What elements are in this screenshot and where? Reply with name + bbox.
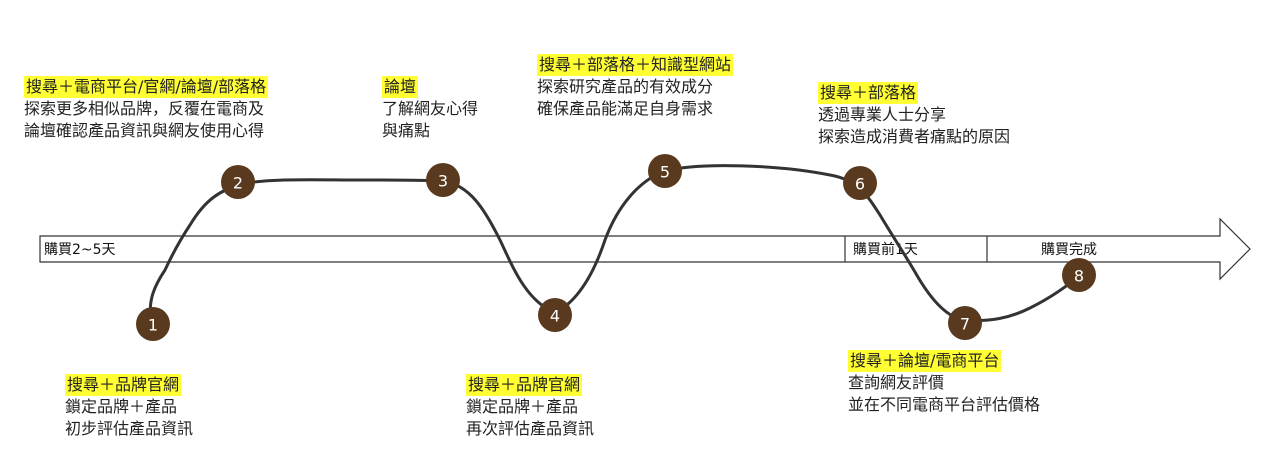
step-marker-5: 5 [648,154,682,188]
note-line: 論壇確認產品資訊與網友使用心得 [24,121,265,140]
svg-text:2: 2 [233,174,243,193]
note-line: 探索造成消費者痛點的原因 [818,127,1011,146]
note-channel: 搜尋＋論壇/電商平台 [848,350,1002,372]
svg-text:1: 1 [148,316,158,335]
step-marker-4: 4 [538,298,572,332]
note-line: 並在不同電商平台評估價格 [848,395,1041,414]
note-line: 查詢網友評價 [848,373,945,392]
svg-text:5: 5 [660,163,670,182]
note-line: 探索更多相似品牌，反覆在電商及 [24,99,265,118]
note-line: 鎖定品牌＋產品 [65,397,178,416]
svg-text:3: 3 [438,172,448,191]
note-line: 再次評估產品資訊 [466,419,595,438]
step-marker-2: 2 [221,165,255,199]
note-channel: 搜尋＋電商平台/官網/論壇/部落格 [24,76,269,98]
note-line: 了解網友心得 [382,99,479,118]
note-line: 鎖定品牌＋產品 [466,397,579,416]
note-line: 確保產品能滿足自身需求 [537,99,714,118]
note-step-1: 搜尋＋品牌官網 鎖定品牌＋產品 初步評估產品資訊 [65,374,193,440]
note-step-4: 搜尋＋品牌官網 鎖定品牌＋產品 再次評估產品資訊 [466,374,594,440]
note-line: 透過專業人士分享 [818,105,947,124]
note-channel: 搜尋＋部落格 [818,82,919,104]
note-step-5: 搜尋＋部落格＋知識型網站 探索研究產品的有效成分 確保產品能滿足自身需求 [537,54,734,120]
note-step-7: 搜尋＋論壇/電商平台 查詢網友評價 並在不同電商平台評估價格 [848,350,1040,416]
timeline-arrow [39,217,1251,281]
svg-text:7: 7 [960,315,970,334]
step-marker-3: 3 [426,163,460,197]
note-line: 探索研究產品的有效成分 [537,77,714,96]
svg-text:6: 6 [855,175,865,194]
step-marker-1: 1 [136,307,170,341]
note-channel: 論壇 [382,76,419,98]
note-line: 初步評估產品資訊 [65,419,194,438]
note-step-3: 論壇 了解網友心得 與痛點 [382,76,478,142]
note-step-6: 搜尋＋部落格 透過專業人士分享 探索造成消費者痛點的原因 [818,82,1010,148]
note-line: 與痛點 [382,121,431,140]
svg-text:4: 4 [550,307,560,326]
note-channel: 搜尋＋部落格＋知識型網站 [537,54,734,76]
step-marker-8: 8 [1062,258,1096,292]
step-marker-6: 6 [843,166,877,200]
note-channel: 搜尋＋品牌官網 [65,374,182,396]
svg-text:8: 8 [1074,267,1084,286]
stage-label-2: 購買前1天 [853,241,918,258]
note-channel: 搜尋＋品牌官網 [466,374,583,396]
stage-label-3: 購買完成 [1041,242,1097,258]
step-marker-7: 7 [948,306,982,340]
stage-label-1: 購買2~5天 [44,242,116,258]
note-step-2: 搜尋＋電商平台/官網/論壇/部落格 探索更多相似品牌，反覆在電商及 論壇確認產品… [24,76,269,142]
